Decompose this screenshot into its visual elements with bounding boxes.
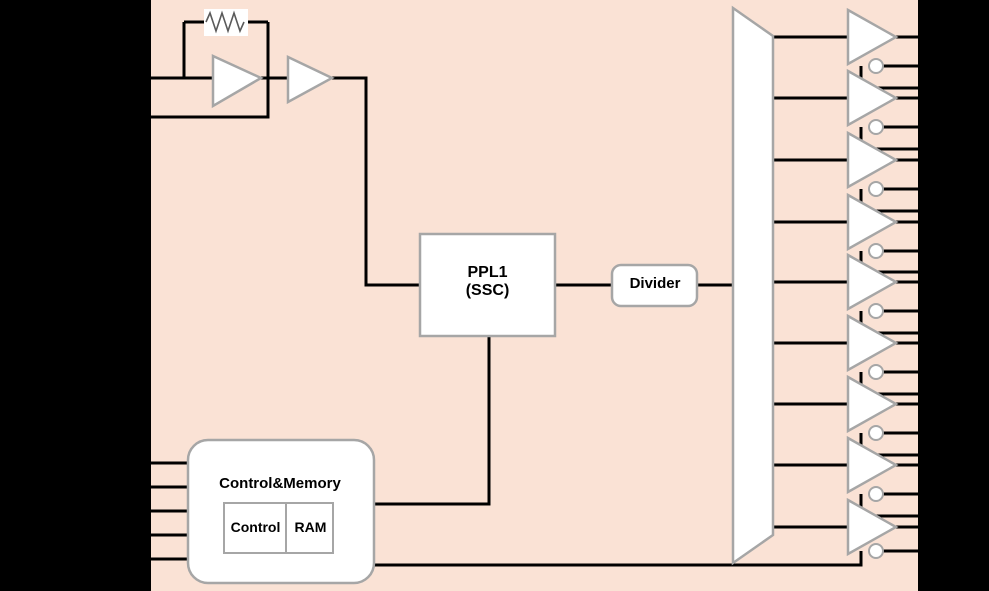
oscillator-buffer-2: [286, 55, 335, 105]
inverting-bubble-icon: [868, 181, 884, 197]
output-buffer-6[interactable]: [846, 313, 899, 380]
output-buffer-8[interactable]: [846, 435, 899, 502]
wire-pll-to-control: [374, 336, 491, 506]
pll-block[interactable]: [418, 232, 557, 338]
differential-output-buffers: [846, 7, 899, 559]
output-buffer-7[interactable]: [846, 374, 899, 441]
wire-bottom-bus: [196, 551, 863, 567]
inverting-bubble-icon: [868, 58, 884, 74]
output-buffer-1[interactable]: [846, 7, 899, 74]
feedback-resistor: [204, 9, 248, 36]
output-buffer-9[interactable]: [846, 497, 899, 559]
resistor-zigzag-icon: [205, 10, 245, 34]
divider-block[interactable]: [610, 263, 699, 308]
output-buffer-2[interactable]: [846, 68, 899, 135]
wire-osc-to-pll: [332, 76, 420, 287]
wire-xout: [151, 78, 270, 119]
output-buffer-3[interactable]: [846, 130, 899, 197]
inverting-bubble-icon: [868, 119, 884, 135]
inverting-bubble-icon: [868, 243, 884, 259]
inverting-bubble-icon: [868, 486, 884, 502]
control-sub-block[interactable]: [223, 502, 287, 554]
output-buffer-5[interactable]: [846, 252, 899, 319]
inverting-bubble-icon: [868, 543, 884, 559]
inverting-bubble-icon: [868, 425, 884, 441]
ram-sub-block[interactable]: [285, 502, 334, 554]
inverting-bubble-icon: [868, 364, 884, 380]
clock-distribution-mux[interactable]: [731, 5, 775, 566]
inverting-bubble-icon: [868, 303, 884, 319]
oscillator-inverter-1: [211, 54, 264, 109]
wire-layer: [151, 20, 918, 567]
output-buffer-4[interactable]: [846, 192, 899, 259]
